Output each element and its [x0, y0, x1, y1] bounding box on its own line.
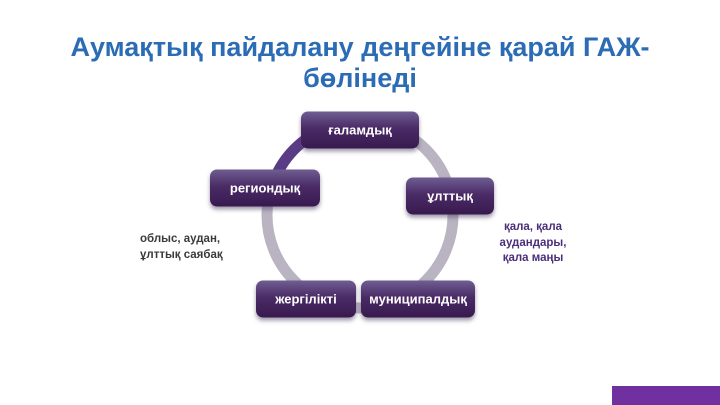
cycle-node-national-label: ұлттық	[427, 188, 473, 204]
cycle-node-global-label: ғаламдық	[328, 122, 392, 138]
cycle-node-regional-label: региондық	[229, 180, 301, 196]
slide-title: Аумақтық пайдалану деңгейіне қарай ГАЖ-б…	[70, 32, 650, 94]
cycle-node-municipal-label: муниципалдық	[369, 291, 467, 307]
cycle-node-national: ұлттық	[406, 177, 494, 215]
cycle-node-municipal: муниципалдық	[361, 280, 475, 318]
cycle-node-regional: региондық	[210, 169, 320, 207]
annotation-regional-examples: облыс, аудан, ұлттық саябақ	[140, 233, 223, 261]
cycle-node-local-label: жергілікті	[275, 291, 337, 307]
cycle-node-local: жергілікті	[256, 280, 356, 318]
annotation-national-examples: қала, қала аудандары, қала маңы	[499, 221, 567, 265]
slide-corner-decoration	[612, 386, 720, 405]
cycle-node-global: ғаламдық	[301, 111, 419, 149]
gis-levels-cycle-diagram: ғаламдық ұлттық муниципалдық жергілікті …	[130, 88, 590, 368]
